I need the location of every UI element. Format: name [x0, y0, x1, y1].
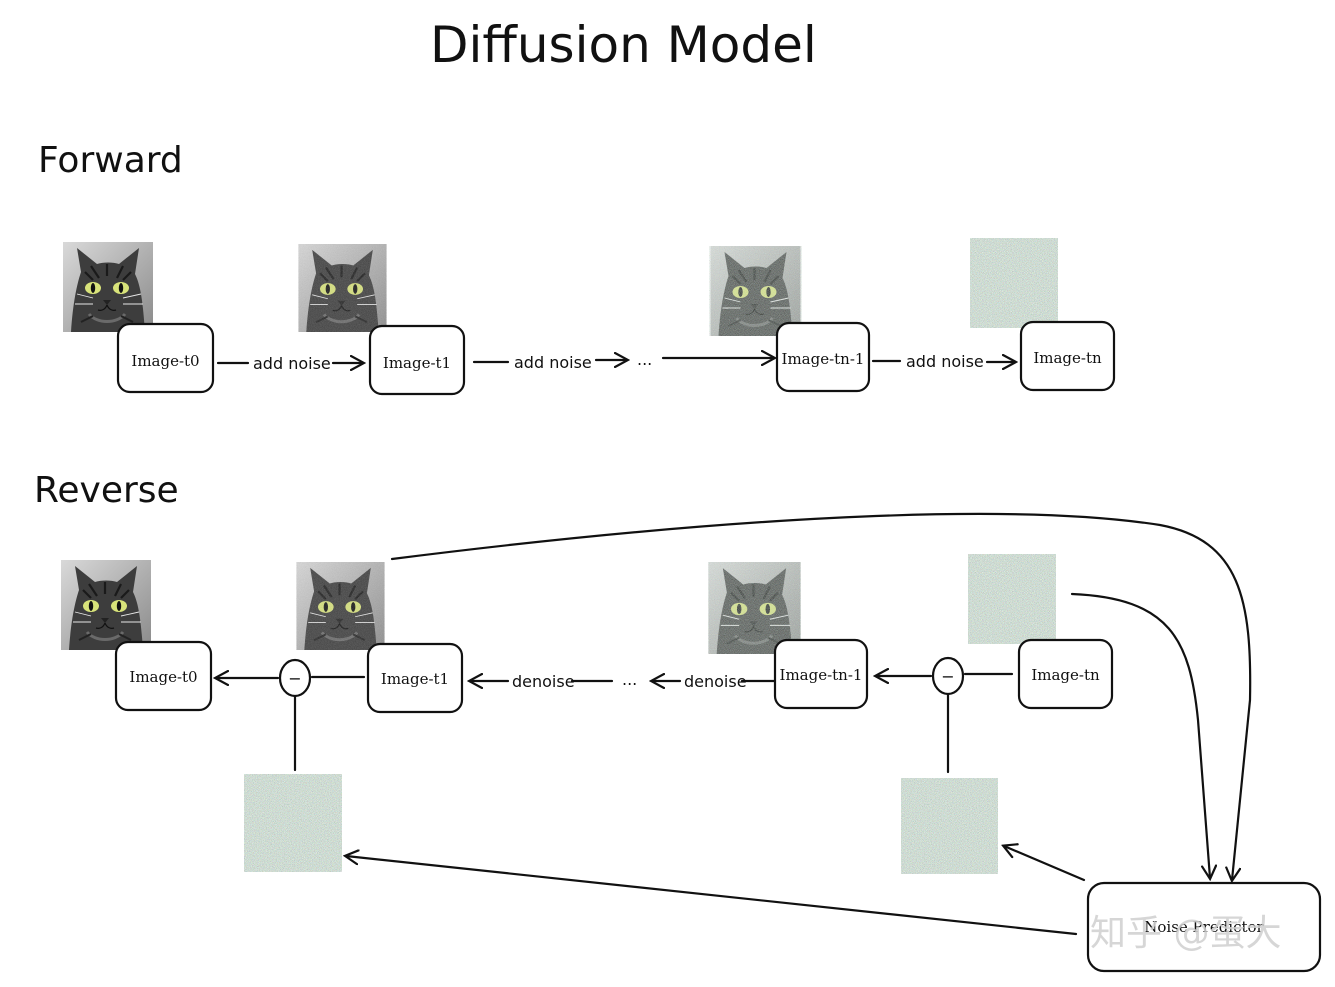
reverse-node-t0-label: Image-t0: [129, 668, 197, 686]
noise-predictor: Noise Predictor: [1086, 881, 1322, 973]
reverse-image-tn: [968, 554, 1056, 644]
forward-node-t0-label: Image-t0: [131, 352, 199, 370]
forward-image-t1: [298, 244, 387, 332]
forward-image-tn: [970, 238, 1058, 328]
forward-node-t0: Image-t0: [116, 322, 215, 394]
predicted-noise-right: [901, 778, 998, 874]
forward-node-tn-1-label: Image-tn-1: [782, 350, 865, 368]
reverse-node-tn: Image-tn: [1017, 638, 1114, 710]
subtract-operator-left: −: [278, 658, 312, 698]
reverse-node-t1-label: Image-t1: [381, 670, 449, 688]
forward-edge-2: add noise ...: [472, 350, 774, 372]
reverse-connectors: [216, 674, 1014, 774]
page-title: Diffusion Model: [430, 16, 817, 74]
reverse-node-tn-1: Image-tn-1: [773, 638, 869, 710]
forward-edge-3-label: add noise: [906, 352, 984, 371]
predictor-output-arrows: [346, 846, 1086, 936]
forward-image-t0: [63, 242, 153, 332]
reverse-image-t1: [296, 562, 385, 650]
forward-node-tn-label: Image-tn: [1033, 349, 1102, 367]
forward-node-t1-label: Image-t1: [383, 354, 451, 372]
subtract-operator-left-sign: −: [288, 669, 301, 688]
reverse-node-tn-label: Image-tn: [1031, 666, 1100, 684]
watermark: 知乎 @蛋大: [1090, 913, 1281, 954]
reverse-edge-labels: denoise ... denoise: [512, 670, 747, 691]
forward-ellipsis: ...: [637, 350, 652, 369]
forward-edge-2-label: add noise: [514, 353, 592, 372]
subtract-operator-right: −: [931, 656, 965, 696]
forward-heading: Forward: [38, 140, 183, 181]
forward-edge-1-label: add noise: [253, 354, 331, 373]
reverse-image-tn-1: [708, 562, 801, 654]
reverse-node-tn-1-label: Image-tn-1: [780, 666, 863, 684]
reverse-node-t1: Image-t1: [366, 642, 464, 714]
forward-node-tn-1: Image-tn-1: [775, 321, 871, 393]
reverse-edge-2-label: denoise: [684, 672, 747, 691]
forward-edge-1: add noise: [216, 354, 363, 373]
forward-image-tn-1: [709, 246, 802, 336]
reverse-ellipsis: ...: [622, 670, 637, 689]
subtract-operator-right-sign: −: [941, 667, 954, 686]
reverse-heading: Reverse: [34, 470, 179, 511]
forward-node-tn: Image-tn: [1019, 320, 1116, 392]
forward-edge-3: add noise: [871, 352, 1015, 371]
reverse-node-t0: Image-t0: [114, 640, 213, 712]
reverse-image-t0: [61, 560, 151, 650]
predicted-noise-left: [244, 774, 342, 872]
predictor-input-arrows: [390, 512, 1252, 880]
forward-node-t1: Image-t1: [368, 324, 466, 396]
reverse-edge-1-label: denoise: [512, 672, 575, 691]
noise-predictor-label: Noise Predictor: [1144, 918, 1264, 936]
